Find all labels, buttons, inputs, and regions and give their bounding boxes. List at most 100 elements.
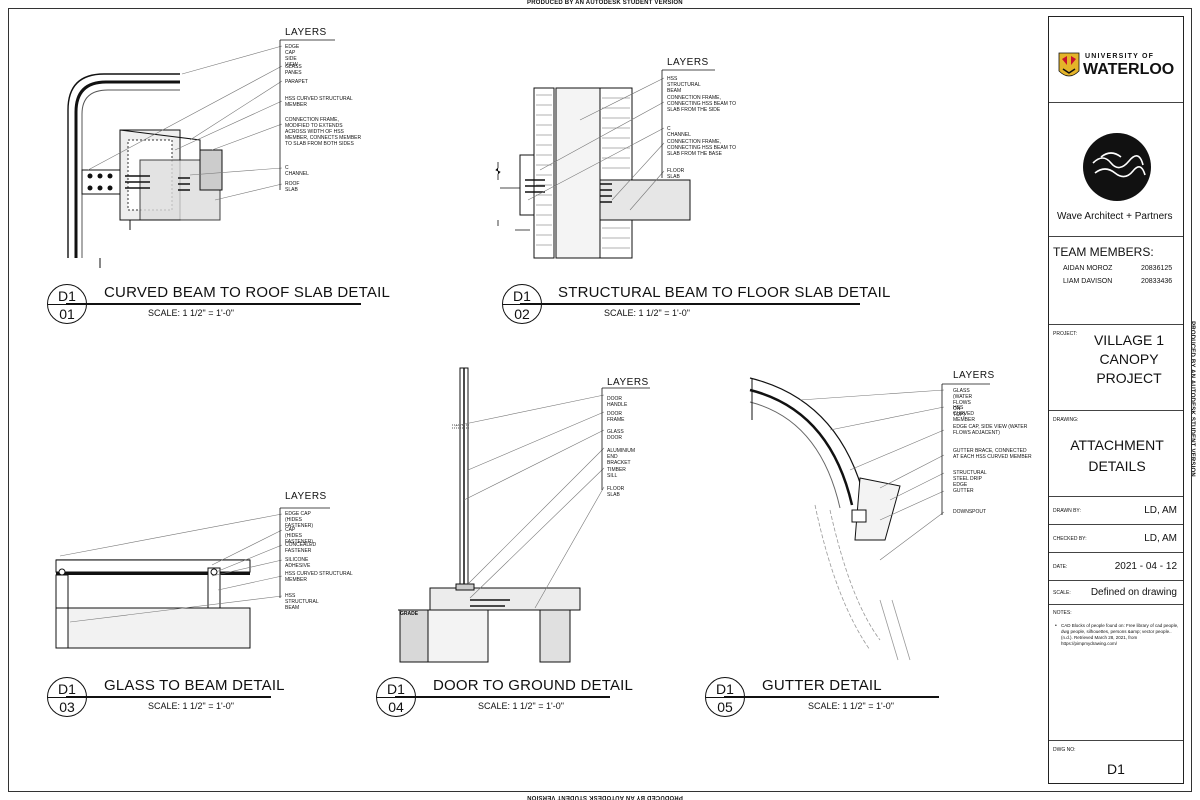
layers-title: LAYERS xyxy=(953,370,995,381)
layer-label: CONCEALED FASTENER xyxy=(285,542,317,554)
date-row: DATE: 2021 - 04 - 12 xyxy=(1049,553,1183,581)
layer-label: SILICONE ADHESIVE xyxy=(285,557,311,569)
layer-label: C CHANNEL xyxy=(285,165,309,177)
sheet-number: D1 xyxy=(58,288,76,304)
layer-label: CONNECTION FRAME, MODIFIED TO EXTENDS AC… xyxy=(285,117,362,147)
note-bullet-icon: • xyxy=(1055,623,1057,629)
layer-label: FLOOR SLAB xyxy=(667,168,685,180)
team-member-name: AIDAN MOROZ xyxy=(1063,265,1113,272)
sheet-number: D1 xyxy=(387,681,405,697)
layers-title: LAYERS xyxy=(285,491,327,502)
date-value: 2021 - 04 - 12 xyxy=(1114,561,1177,572)
layer-label: GLASS PANES xyxy=(285,64,302,76)
drawing-name: ATTACHMENT DETAILS xyxy=(1070,437,1164,474)
detail-number: 05 xyxy=(717,699,733,715)
watermark-top: PRODUCED BY AN AUTODESK STUDENT VERSION xyxy=(527,0,683,6)
layer-label: GLASS (WATER FLOWS ON TOP) xyxy=(953,388,973,418)
grade-label: GRADE xyxy=(400,611,419,617)
university-name-line1: UNIVERSITY OF xyxy=(1085,53,1155,60)
detail-bubble: D1 03 xyxy=(47,677,87,717)
date-label: DATE: xyxy=(1053,564,1068,570)
scale-value: Defined on drawing xyxy=(1090,587,1177,598)
layers-title: LAYERS xyxy=(607,377,649,388)
title-underline xyxy=(66,696,271,698)
layer-label: HSS STRUCTURAL BEAM xyxy=(667,76,701,94)
layer-label: HSS CURVED STRUCTURAL MEMBER xyxy=(285,96,353,108)
checked-by-row: CHECKED BY: LD, AM xyxy=(1049,525,1183,553)
layer-label: CAP (HIDES FASTENER) xyxy=(285,527,314,545)
sheet-number: D1 xyxy=(513,288,531,304)
title-underline xyxy=(724,696,939,698)
university-logo-row: UNIVERSITY OF WATERLOO xyxy=(1049,17,1183,103)
detail-04-drawing xyxy=(398,367,650,663)
detail-scale: SCALE: 1 1/2" = 1'-0" xyxy=(148,308,234,318)
detail-number: 03 xyxy=(59,699,75,715)
project-row: PROJECT: VILLAGE 1 CANOPY PROJECT xyxy=(1049,325,1183,411)
layers-title: LAYERS xyxy=(285,27,327,38)
dwg-no-value: D1 xyxy=(1107,761,1125,777)
sheet-border xyxy=(8,8,1192,792)
dwg-no-row: DWG NO: D1 xyxy=(1049,741,1183,785)
layer-label: GUTTER xyxy=(953,488,974,494)
scale-row: SCALE: Defined on drawing xyxy=(1049,581,1183,605)
firm-logo-row: Wave Architect + Partners xyxy=(1049,103,1183,237)
layer-label: ALUMINIUM END BRACKET xyxy=(607,448,636,466)
detail-02-drawing xyxy=(495,69,715,259)
firm-name: Wave Architect + Partners xyxy=(1057,211,1173,222)
university-crest-icon xyxy=(1058,52,1080,77)
dwg-no-label: DWG NO: xyxy=(1053,747,1076,753)
team-row: TEAM MEMBERS: AIDAN MOROZ 20836125 LIAM … xyxy=(1049,237,1183,325)
detail-title: STRUCTURAL BEAM TO FLOOR SLAB DETAIL xyxy=(558,284,891,301)
project-name: VILLAGE 1 CANOPY PROJECT xyxy=(1093,332,1165,386)
detail-bubble: D1 02 xyxy=(502,284,542,324)
drawn-by-value: LD, AM xyxy=(1144,505,1177,516)
layer-label: EDGE CAP, SIDE VIEW (WATER FLOWS ADJACEN… xyxy=(953,424,1028,436)
scale-label: SCALE: xyxy=(1053,590,1071,596)
university-name-line2: WATERLOO xyxy=(1083,61,1175,78)
detail-03-drawing xyxy=(55,507,330,649)
layer-label: PARAPET xyxy=(285,79,308,85)
wave-logo-icon xyxy=(1083,133,1151,201)
checked-by-value: LD, AM xyxy=(1144,533,1177,544)
layer-label: CONNECTION FRAME, CONNECTING HSS BEAM TO… xyxy=(667,95,736,113)
layer-label: EDGE CAP (HIDES FASTENER) xyxy=(285,511,314,529)
drawing-row: DRAWING: ATTACHMENT DETAILS xyxy=(1049,411,1183,497)
layer-label: GLASS DOOR xyxy=(607,429,624,441)
drawn-by-label: DRAWN BY: xyxy=(1053,508,1081,514)
layer-label: CONNECTION FRAME, CONNECTING HSS BEAM TO… xyxy=(667,139,736,157)
layer-label: ROOF SLAB xyxy=(285,181,300,193)
team-member-id: 20836125 xyxy=(1141,265,1173,272)
layer-label: DOOR FRAME xyxy=(607,411,625,423)
team-heading: TEAM MEMBERS: xyxy=(1053,245,1154,259)
team-member-id: 20833436 xyxy=(1141,278,1173,285)
detail-scale: SCALE: 1 1/2" = 1'-0" xyxy=(808,701,894,711)
title-block: UNIVERSITY OF WATERLOO Wave Architect + … xyxy=(1048,16,1184,784)
sheet-number: D1 xyxy=(716,681,734,697)
title-underline xyxy=(395,696,610,698)
layer-label: HSS CURVED MEMBER xyxy=(953,405,975,423)
notes-row: NOTES: • CAD Blocks of people found on: … xyxy=(1049,605,1183,741)
detail-01-drawing xyxy=(67,39,335,268)
detail-title: CURVED BEAM TO ROOF SLAB DETAIL xyxy=(104,284,390,301)
detail-title: GLASS TO BEAM DETAIL xyxy=(104,677,285,694)
title-underline xyxy=(520,303,860,305)
detail-scale: SCALE: 1 1/2" = 1'-0" xyxy=(148,701,234,711)
layer-label: C CHANNEL xyxy=(667,126,691,138)
detail-05-drawing xyxy=(749,377,990,661)
layer-label: HSS CURVED STRUCTURAL MEMBER xyxy=(285,571,353,583)
title-underline xyxy=(66,303,361,305)
layer-label: EDGE CAP SIDE VIEW xyxy=(285,44,300,68)
layer-label: GUTTER BRACE, CONNECTED AT EACH HSS CURV… xyxy=(953,448,1032,460)
detail-number: 02 xyxy=(514,306,530,322)
drawing-label: DRAWING: xyxy=(1053,417,1079,423)
notes-label: NOTES: xyxy=(1053,610,1072,616)
watermark-bottom: PRODUCED BY AN AUTODESK STUDENT VERSION xyxy=(527,794,683,800)
drawn-by-row: DRAWN BY: LD, AM xyxy=(1049,497,1183,525)
sheet-number: D1 xyxy=(58,681,76,697)
layer-label: STRUCTURAL STEEL DRIP EDGE xyxy=(953,470,987,488)
checked-by-label: CHECKED BY: xyxy=(1053,536,1087,542)
detail-scale: SCALE: 1 1/2" = 1'-0" xyxy=(478,701,564,711)
detail-title: GUTTER DETAIL xyxy=(762,677,882,694)
layer-label: TIMBER SILL xyxy=(607,467,626,479)
layer-label: HSS STRUCTURAL BEAM xyxy=(285,593,319,611)
